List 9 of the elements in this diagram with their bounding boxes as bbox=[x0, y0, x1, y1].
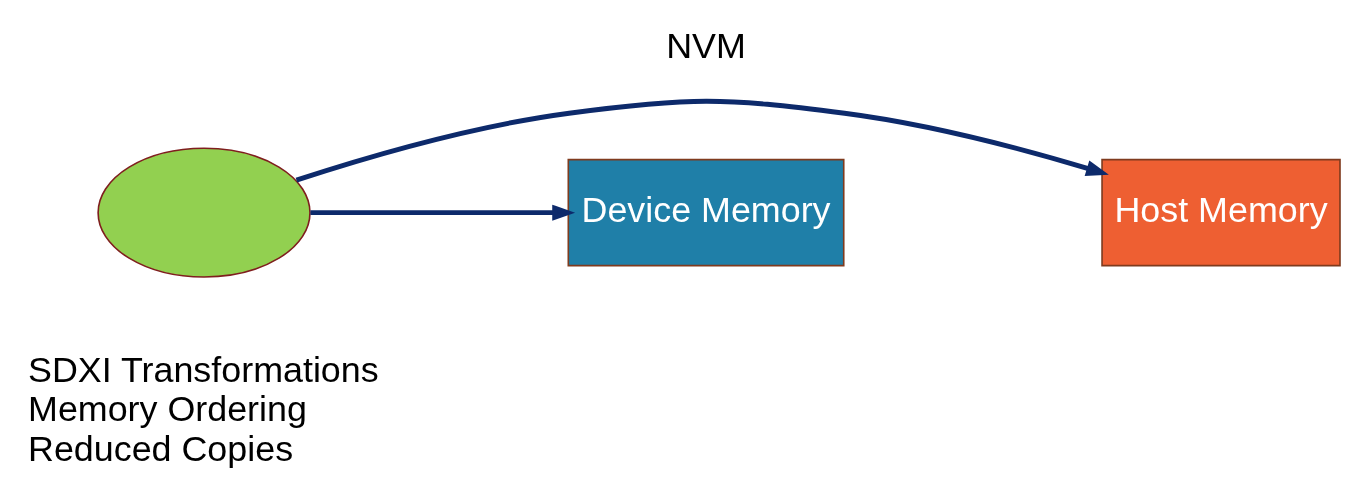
label: Memory Ordering bbox=[28, 388, 307, 429]
label: SDXI Transformations bbox=[28, 349, 379, 390]
label: NVM bbox=[666, 25, 746, 66]
arrow bbox=[295, 98, 1109, 182]
node-box: Device Memory bbox=[567, 158, 845, 266]
node-box: Host Memory bbox=[1101, 158, 1341, 266]
label: Reduced Copies bbox=[28, 428, 294, 469]
arrow bbox=[310, 204, 576, 221]
node-ellipse bbox=[97, 146, 311, 278]
